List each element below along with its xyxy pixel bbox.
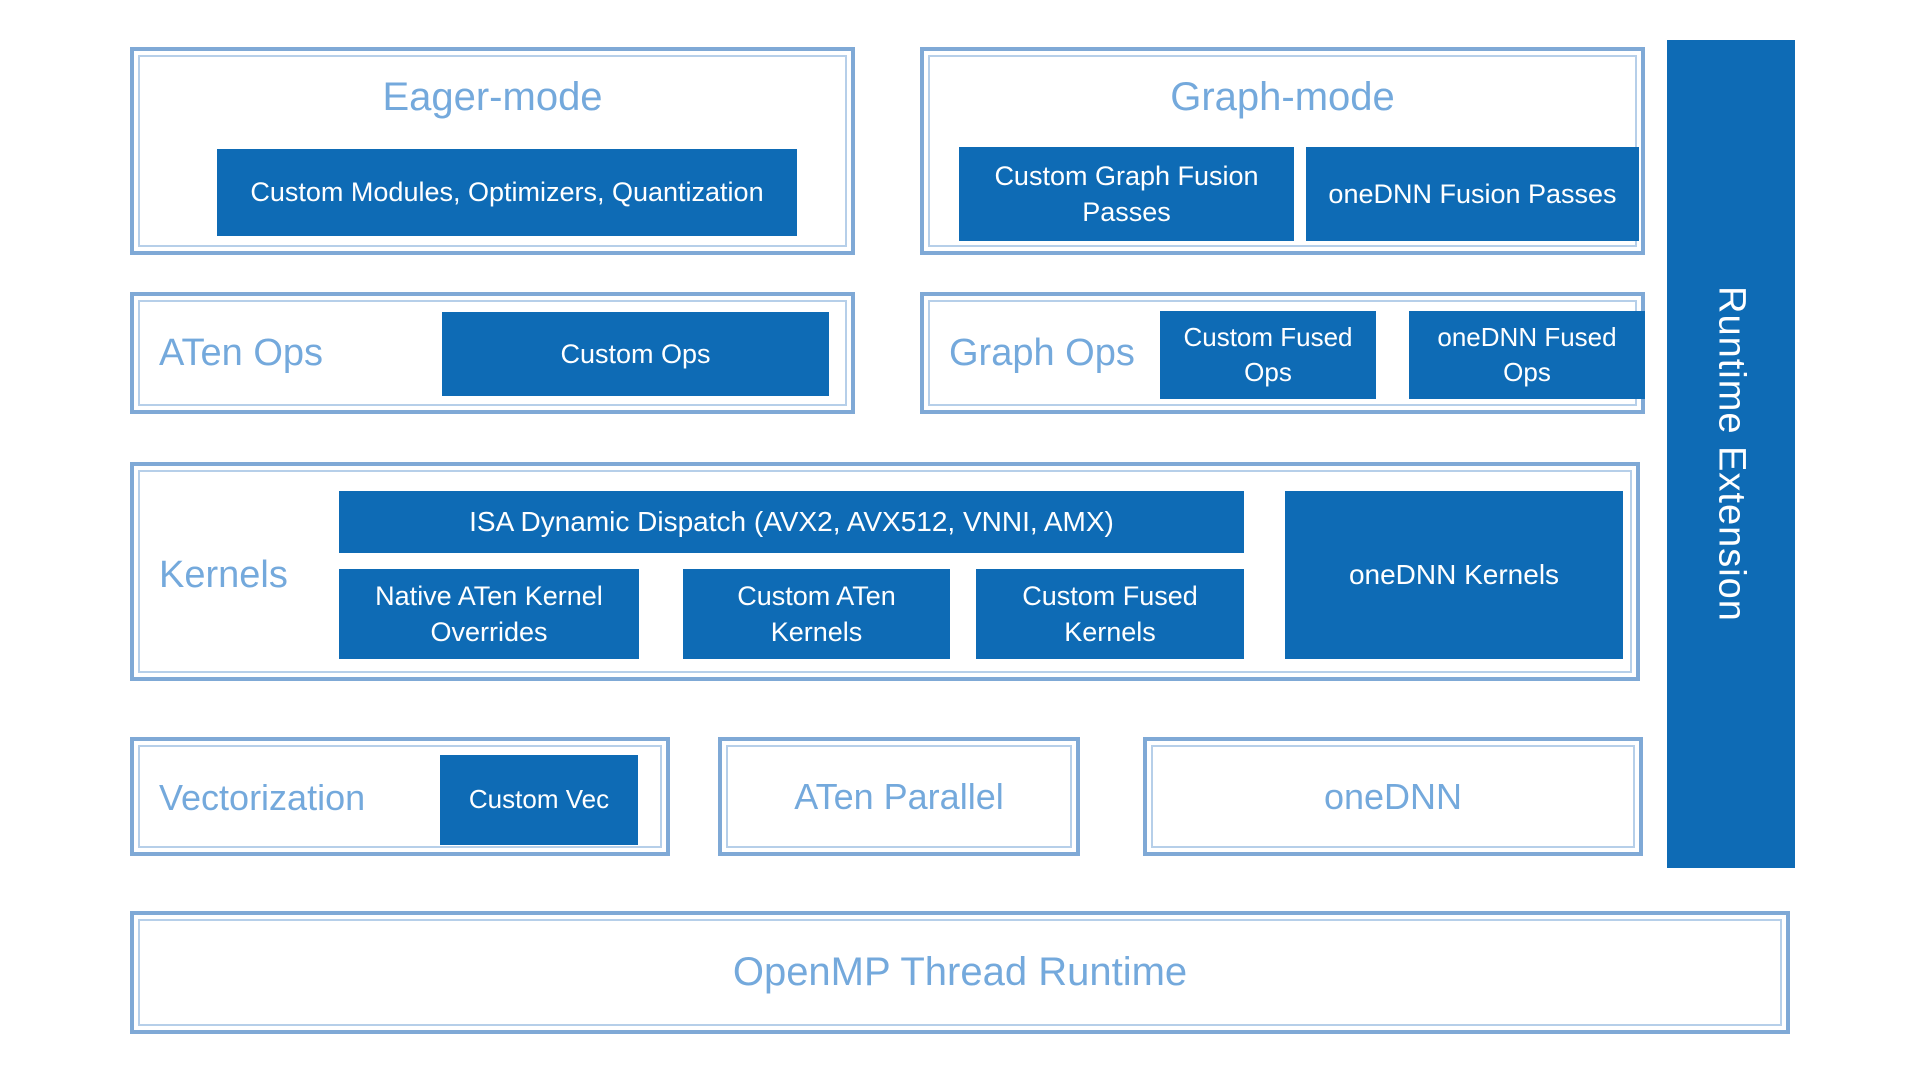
aten-ops-label: ATen Ops (159, 332, 324, 374)
isa-dynamic-dispatch-box: ISA Dynamic Dispatch (AVX2, AVX512, VNNI… (339, 491, 1244, 553)
custom-graph-fusion-passes-box: Custom Graph Fusion Passes (959, 147, 1294, 241)
openmp-thread-runtime-panel: OpenMP Thread Runtime (130, 911, 1790, 1034)
custom-fused-kernels-box: Custom Fused Kernels (976, 569, 1244, 659)
vectorization-panel: Vectorization Custom Vec (130, 737, 670, 856)
runtime-extension-bar: Runtime Extension (1667, 40, 1795, 868)
custom-aten-kernels-box: Custom ATen Kernels (683, 569, 950, 659)
custom-ops-box: Custom Ops (442, 312, 829, 396)
custom-fused-ops-box: Custom Fused Ops (1160, 311, 1376, 399)
native-aten-kernel-overrides-box: Native ATen Kernel Overrides (339, 569, 639, 659)
graph-ops-label: Graph Ops (949, 332, 1135, 374)
eager-mode-panel: Eager-mode Custom Modules, Optimizers, Q… (130, 47, 855, 255)
aten-ops-panel: ATen Ops Custom Ops (130, 292, 855, 414)
custom-modules-optimizers-quantization-box: Custom Modules, Optimizers, Quantization (217, 149, 797, 236)
aten-parallel-label: ATen Parallel (794, 775, 1004, 817)
custom-vec-box: Custom Vec (440, 755, 638, 845)
graph-mode-title: Graph-mode (1170, 75, 1395, 119)
runtime-extension-label: Runtime Extension (1710, 286, 1753, 622)
vectorization-label: Vectorization (159, 777, 366, 818)
kernels-label: Kernels (159, 554, 288, 596)
graph-mode-panel: Graph-mode Custom Graph Fusion Passes on… (920, 47, 1645, 255)
kernels-panel: Kernels ISA Dynamic Dispatch (AVX2, AVX5… (130, 462, 1640, 681)
graph-ops-panel: Graph Ops Custom Fused Ops oneDNN Fused … (920, 292, 1645, 414)
aten-parallel-panel: ATen Parallel (718, 737, 1080, 856)
openmp-thread-runtime-label: OpenMP Thread Runtime (732, 950, 1188, 994)
onednn-label: oneDNN (1323, 775, 1463, 817)
onednn-fused-ops-box: oneDNN Fused Ops (1409, 311, 1645, 399)
onednn-panel: oneDNN (1143, 737, 1643, 856)
eager-mode-title: Eager-mode (382, 75, 603, 119)
onednn-fusion-passes-box: oneDNN Fusion Passes (1306, 147, 1639, 241)
onednn-kernels-box: oneDNN Kernels (1285, 491, 1623, 659)
